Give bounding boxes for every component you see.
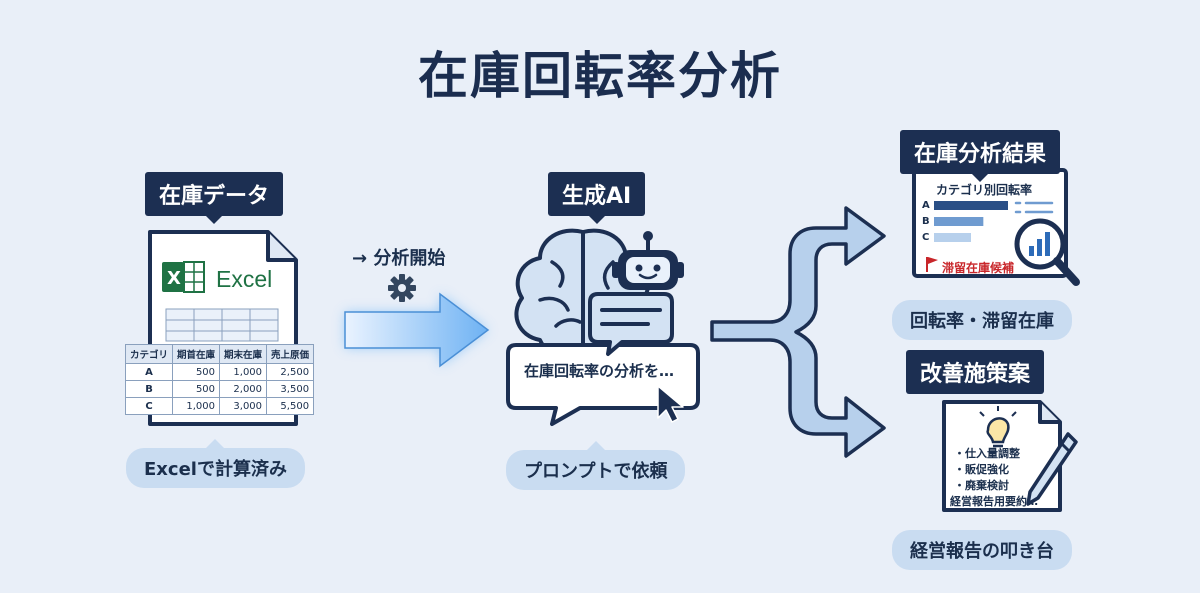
flow-arrow-glow (344, 292, 490, 368)
plan-item: ・仕入量調整 (954, 447, 1020, 460)
result-category-label: A (922, 200, 930, 211)
magnifier-chart-icon (1014, 218, 1080, 286)
table-header-row: カテゴリ 期首在庫 期末在庫 売上原価 (124, 344, 315, 364)
gear-icon (388, 274, 416, 302)
bar-B (934, 217, 984, 226)
table-header-cell: カテゴリ (124, 344, 174, 364)
prompt-bubble (506, 343, 700, 426)
table-cell: 1,000 (219, 363, 268, 381)
result-category-label: B (922, 216, 930, 227)
bar-A (934, 201, 1008, 210)
excel-logo-icon: X (162, 261, 205, 293)
plan-item: ・廃棄検討 (954, 479, 1009, 492)
ai-label: 生成AI (548, 172, 646, 224)
table-header-cell: 期末在庫 (219, 344, 268, 364)
table-row: A 500 1,000 2,500 (124, 363, 315, 381)
table-cell: C (124, 397, 174, 415)
table-row: B 500 2,000 3,500 (124, 380, 315, 398)
robot-icon (612, 231, 684, 290)
cursor-icon (657, 385, 684, 423)
stagnant-inventory-warning: 滞留在庫候補 (942, 261, 1015, 275)
table-cell: 1,000 (172, 397, 221, 415)
pen-icon (1026, 432, 1078, 506)
plan-item: 経営報告用要約… (950, 495, 1038, 508)
lightbulb-icon (979, 406, 1017, 448)
table-cell: 500 (172, 363, 221, 381)
chat-icon (588, 292, 674, 356)
excel-caption: Excelで計算済み (126, 439, 305, 488)
plan-document-icon (942, 400, 1062, 512)
table-row: C 1,000 3,000 5,500 (124, 397, 315, 415)
branch-arrow (710, 206, 886, 458)
table-cell: A (124, 363, 174, 381)
svg-text:X: X (167, 268, 181, 289)
prompt-text: 在庫回転率の分析を… (524, 362, 675, 380)
table-cell: B (124, 380, 174, 398)
excel-app-name: Excel (216, 266, 273, 292)
plan-label: 改善施策案 (906, 350, 1045, 394)
table-header-cell: 期首在庫 (172, 344, 221, 364)
table-cell: 3,000 (219, 397, 268, 415)
table-cell: 3,500 (266, 380, 315, 398)
result-chart-title: カテゴリ別回転率 (936, 183, 1033, 197)
bar-C (934, 233, 971, 242)
table-header-cell: 売上原価 (266, 344, 315, 364)
excel-grid-icon (165, 308, 279, 342)
page-title: 在庫回転率分析 (418, 47, 782, 105)
result-bar-chart (934, 201, 1008, 242)
table-cell: 2,500 (266, 363, 315, 381)
plan-caption: 経営報告の叩き台 (892, 530, 1072, 570)
table-cell: 5,500 (266, 397, 315, 415)
result-caption: 回転率・滞留在庫 (892, 300, 1072, 340)
flag-icon (926, 257, 938, 272)
table-cell: 2,000 (219, 380, 268, 398)
excel-data-table: カテゴリ 期首在庫 期末在庫 売上原価 A 500 1,000 2,500 B … (124, 344, 315, 415)
table-cell: 500 (172, 380, 221, 398)
start-analysis-label: → 分析開始 (352, 248, 446, 269)
result-category-label: C (922, 232, 930, 243)
result-label: 在庫分析結果 (900, 130, 1061, 182)
list-lines-icon (1014, 201, 1054, 214)
ai-caption: プロンプトで依頼 (506, 441, 686, 490)
excel-label: 在庫データ (145, 172, 284, 224)
plan-item: ・販促強化 (954, 463, 1009, 476)
